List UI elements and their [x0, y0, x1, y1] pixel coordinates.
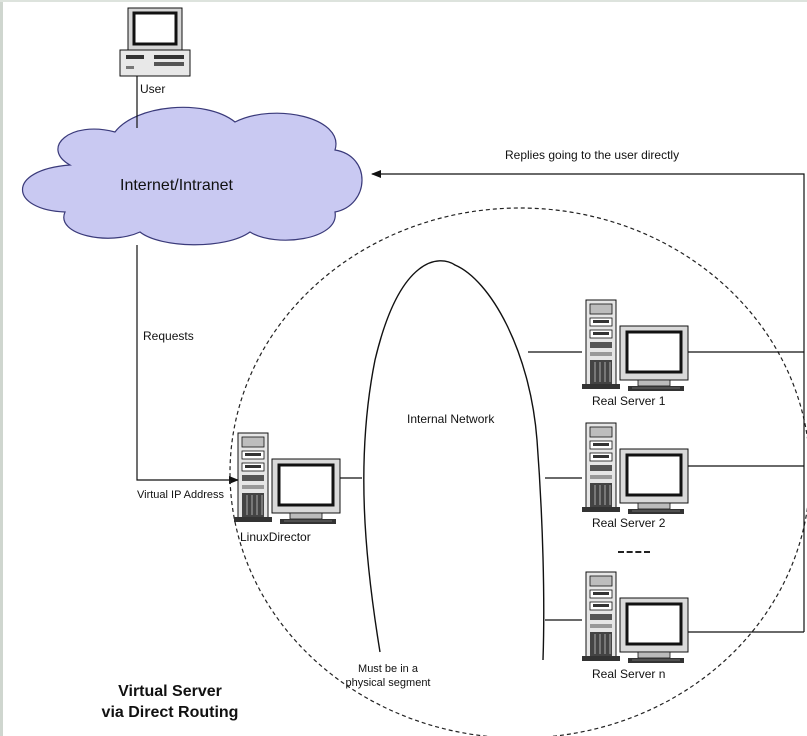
- real-server-2-label: Real Server 2: [592, 516, 666, 530]
- director-label: LinuxDirector: [240, 530, 311, 544]
- user-label: User: [140, 82, 166, 96]
- diagram-title: Virtual Server via Direct Routing: [80, 681, 260, 723]
- cloud-label: Internet/Intranet: [120, 177, 233, 194]
- requests-label: Requests: [143, 329, 194, 343]
- segment-note-line1: Must be in a: [358, 663, 418, 675]
- segment-note: Must be in a physical segment: [338, 662, 438, 690]
- linux-director-computer-icon: [232, 431, 342, 526]
- real-server-1-label: Real Server 1: [592, 394, 666, 408]
- segment-note-line2: physical segment: [345, 677, 431, 689]
- real-server-n-label: Real Server n: [592, 667, 666, 681]
- internal-network-label: Internal Network: [407, 412, 495, 426]
- frame-border-left: [0, 0, 3, 736]
- real-server-n-icon: [580, 570, 690, 665]
- title-line1: Virtual Server: [118, 683, 222, 700]
- user-computer-icon: [119, 7, 191, 77]
- requests-arrow: [136, 245, 239, 484]
- frame-border-top: [0, 0, 807, 2]
- replies-label: Replies going to the user directly: [505, 148, 680, 162]
- internet-cloud: [22, 106, 363, 246]
- more-servers-ellipsis: [618, 551, 650, 553]
- virtual-server-boundary: [229, 207, 807, 736]
- real-server-1-icon: [580, 298, 690, 393]
- virtual-ip-label: Virtual IP Address: [137, 489, 225, 501]
- internal-network-segment: [363, 260, 545, 661]
- real-server-2-icon: [580, 421, 690, 516]
- title-line2: via Direct Routing: [101, 704, 239, 721]
- replies-arrow: [371, 170, 805, 632]
